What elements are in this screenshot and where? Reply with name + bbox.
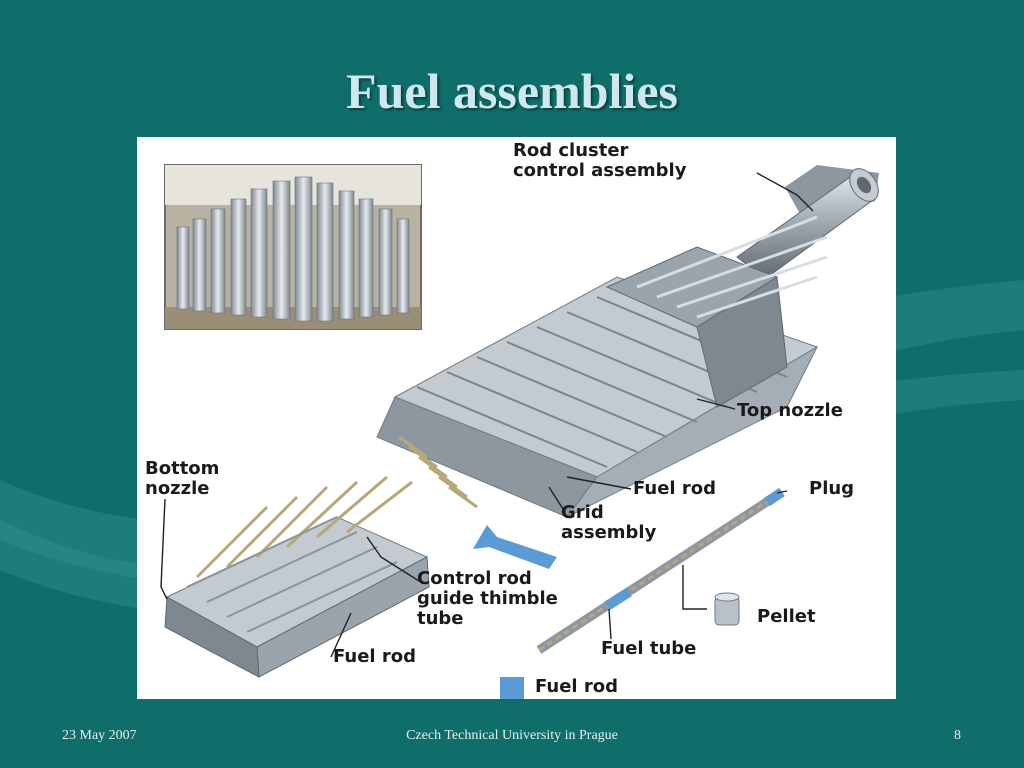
label-rod-cluster: Rod cluster control assembly xyxy=(513,140,687,181)
leader-lines xyxy=(160,172,814,658)
label-fuel-rod-legend: Fuel rod xyxy=(535,676,618,697)
footer-date: 23 May 2007 xyxy=(62,728,137,743)
assembly-direction-arrow xyxy=(473,525,557,569)
fuel-assembly-photo xyxy=(164,164,422,330)
label-fuel-rod-upper: Fuel rod xyxy=(633,478,716,499)
diagram-illustration xyxy=(160,164,879,699)
upper-assembly xyxy=(376,215,828,518)
rod-cluster-shaft xyxy=(736,165,879,280)
label-control-rod-guide: Control rod guide thimble tube xyxy=(417,568,558,629)
footer-organization: Czech Technical University in Prague xyxy=(406,728,618,743)
slide-title: Fuel assemblies xyxy=(346,63,678,119)
label-pellet: Pellet xyxy=(757,606,816,627)
label-top-nozzle: Top nozzle xyxy=(737,400,843,421)
label-bottom-nozzle: Bottom nozzle xyxy=(145,458,220,499)
fuel-assembly-diagram: Rod cluster control assembly Top nozzle … xyxy=(137,137,896,699)
lower-assembly xyxy=(164,475,430,678)
exploded-fuel-rod xyxy=(500,487,785,699)
label-grid-assembly: Grid assembly xyxy=(561,502,657,543)
label-plug: Plug xyxy=(809,478,855,499)
label-fuel-rod-lower: Fuel rod xyxy=(333,646,416,667)
slide-number: 8 xyxy=(954,728,961,743)
label-fuel-tube: Fuel tube xyxy=(601,638,697,659)
